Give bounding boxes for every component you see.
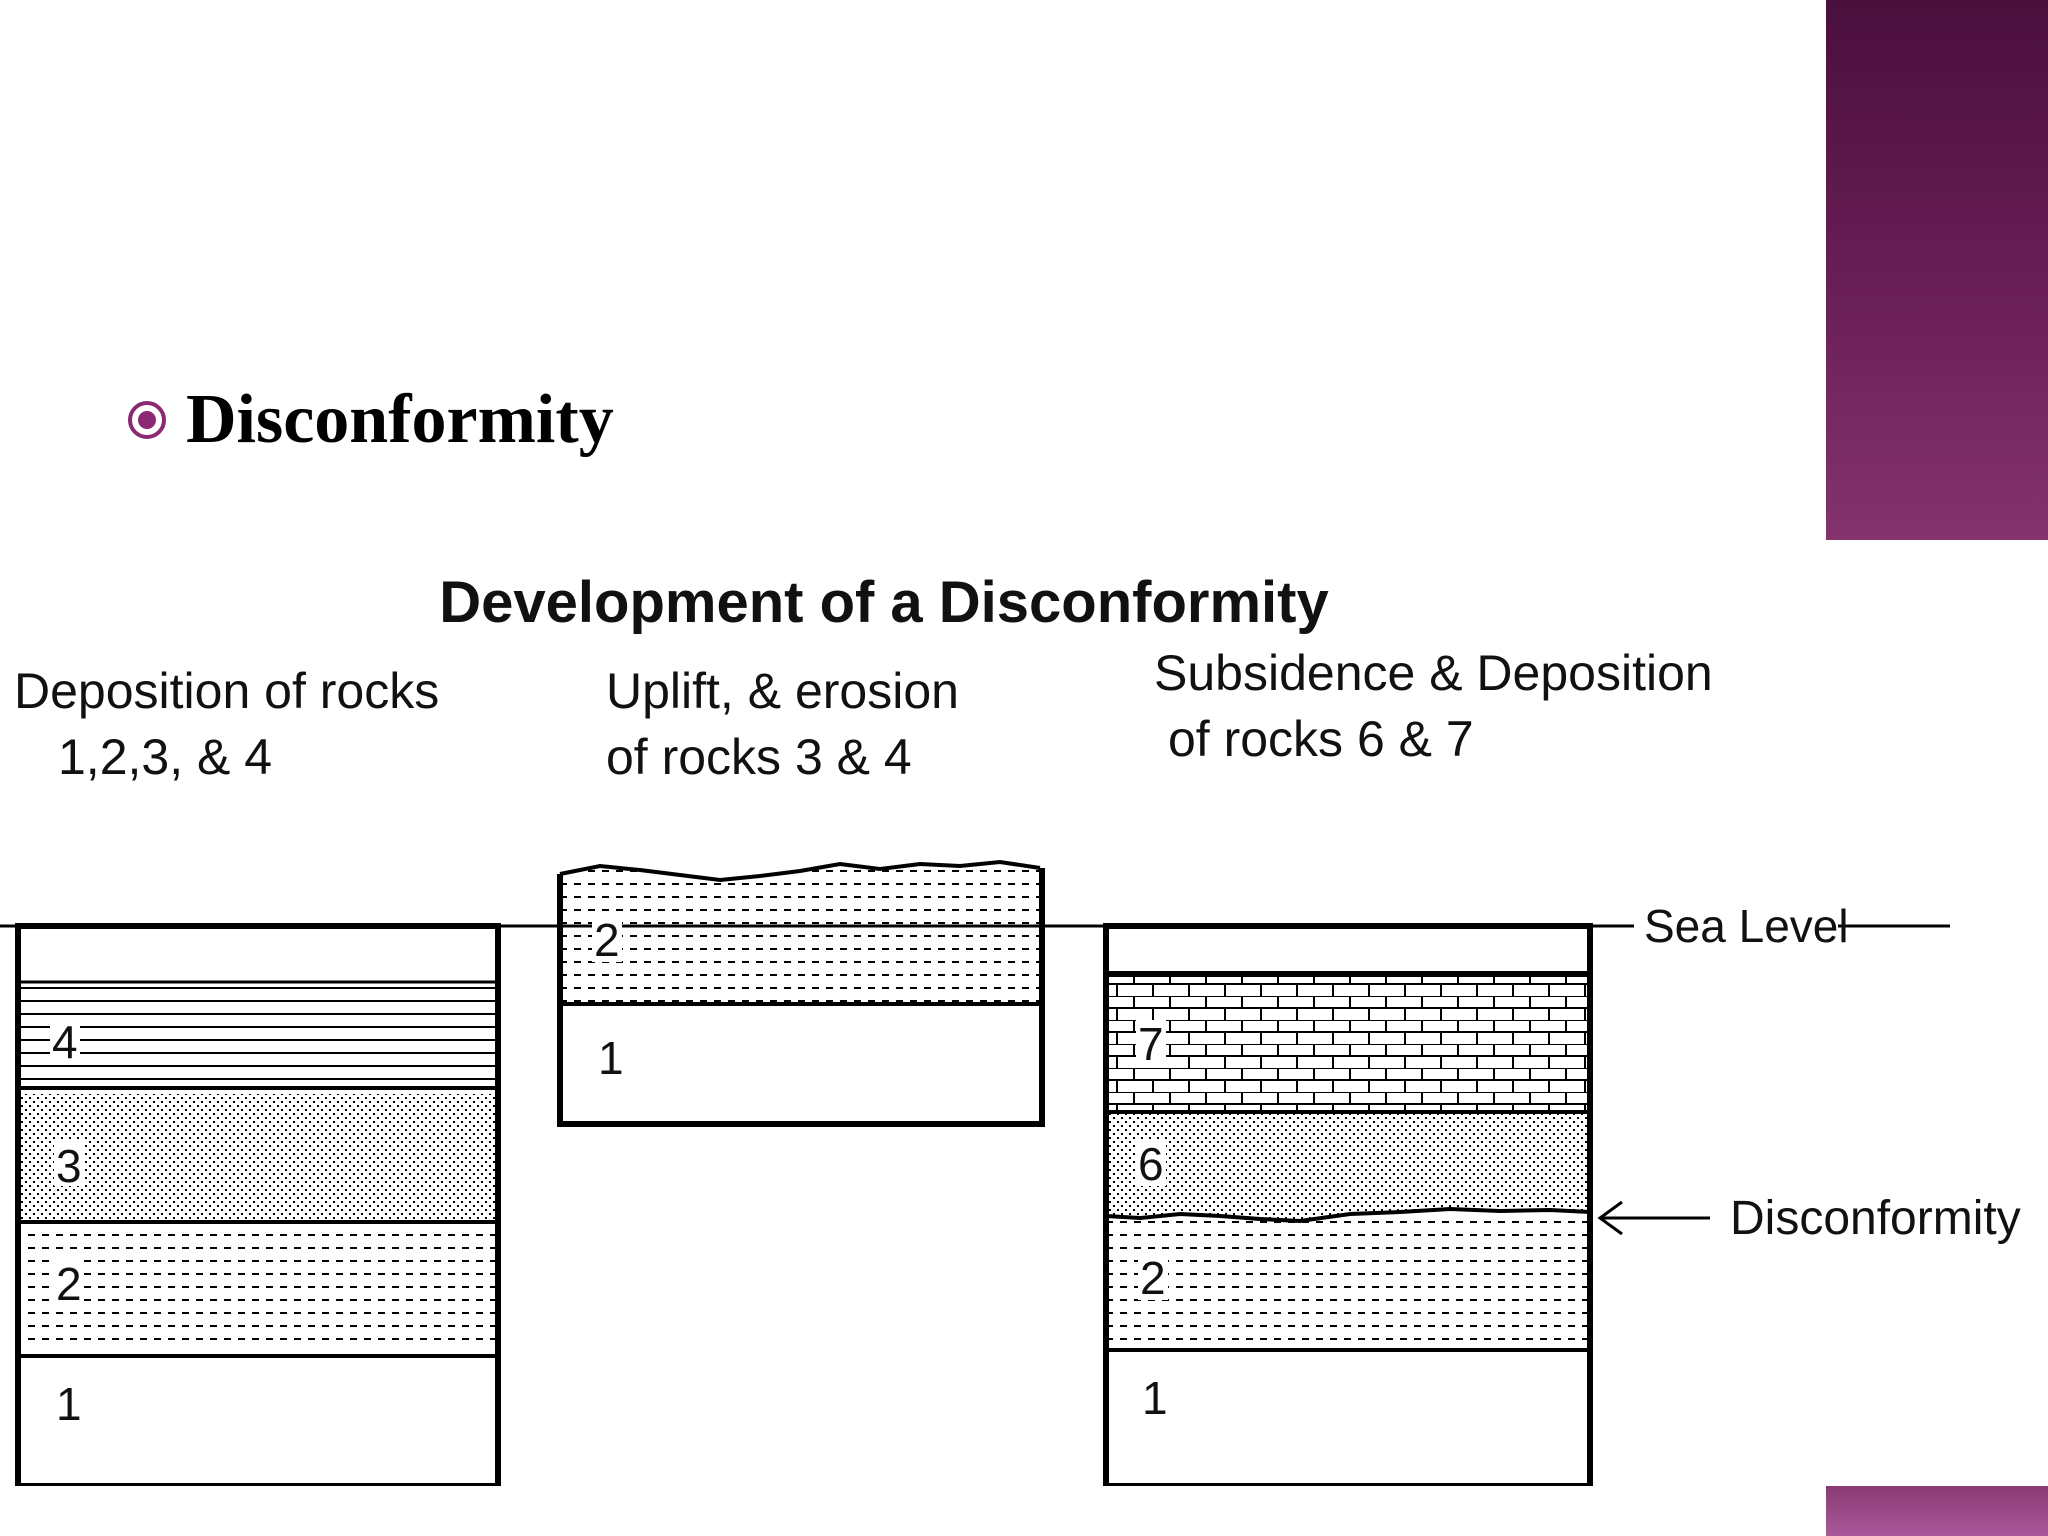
- stage2-caption-line1: Uplift, & erosion: [606, 663, 959, 719]
- disconformity-diagram: Development of a Disconformity Depositio…: [0, 540, 2048, 1486]
- heading-bullet-row: Disconformity: [126, 380, 614, 460]
- stage2-layer-1-label: 1: [598, 1032, 624, 1084]
- stage2-layer-2: [560, 862, 1042, 1004]
- stage3-layer-1-label: 1: [1142, 1372, 1168, 1424]
- sea-level-label: Sea Level: [1644, 900, 1849, 952]
- disconformity-label: Disconformity: [1730, 1192, 2021, 1245]
- stage1-layer-2-label: 2: [56, 1258, 82, 1310]
- stage1-layer-4-label: 4: [52, 1016, 78, 1068]
- stage2-caption-line2: of rocks 3 & 4: [606, 729, 912, 785]
- stage2-erosion-surface: [559, 859, 1041, 883]
- stage2-layer-2-label: 2: [594, 914, 620, 966]
- stage1-layer-4: [18, 982, 498, 1084]
- stage3-layer-6-label: 6: [1138, 1138, 1164, 1190]
- target-bullet-icon: [128, 401, 166, 439]
- stage3-caption-line1: Subsidence & Deposition: [1154, 645, 1713, 701]
- stage3-layer-6: [1106, 1112, 1590, 1221]
- stage1-layer-2: [18, 1222, 498, 1348]
- diagram-title: Development of a Disconformity: [439, 570, 1328, 635]
- stage1-layer-1-label: 1: [56, 1378, 82, 1430]
- disconformity-arrow-icon: [1597, 1200, 1710, 1236]
- stage3-layer-2: [1106, 1209, 1590, 1346]
- stage2-column: 2 1: [557, 859, 1045, 1127]
- stage1-caption-line2: 1,2,3, & 4: [58, 729, 272, 785]
- decorative-sidebar-bottom: [1826, 1486, 2048, 1536]
- stage3-layer-7: [1106, 974, 1590, 1112]
- disconformity-surface: [1105, 1206, 1591, 1224]
- stage1-column: 4 3 2 1: [15, 923, 501, 1486]
- slide-heading: Disconformity: [186, 381, 614, 458]
- stage1-caption-line1: Deposition of rocks: [14, 663, 439, 719]
- stage1-layer-3: [18, 1094, 498, 1220]
- decorative-sidebar-top: [1826, 0, 2048, 542]
- diagram-canvas: Development of a Disconformity Depositio…: [0, 570, 2021, 1486]
- stage3-caption-line2: of rocks 6 & 7: [1168, 711, 1474, 767]
- stage3-layer-2-label: 2: [1140, 1252, 1166, 1304]
- stage1-layer-3-label: 3: [56, 1140, 82, 1192]
- stage3-layer-7-label: 7: [1138, 1018, 1164, 1070]
- stage3-column: 7 6 2 1: [1103, 923, 1593, 1486]
